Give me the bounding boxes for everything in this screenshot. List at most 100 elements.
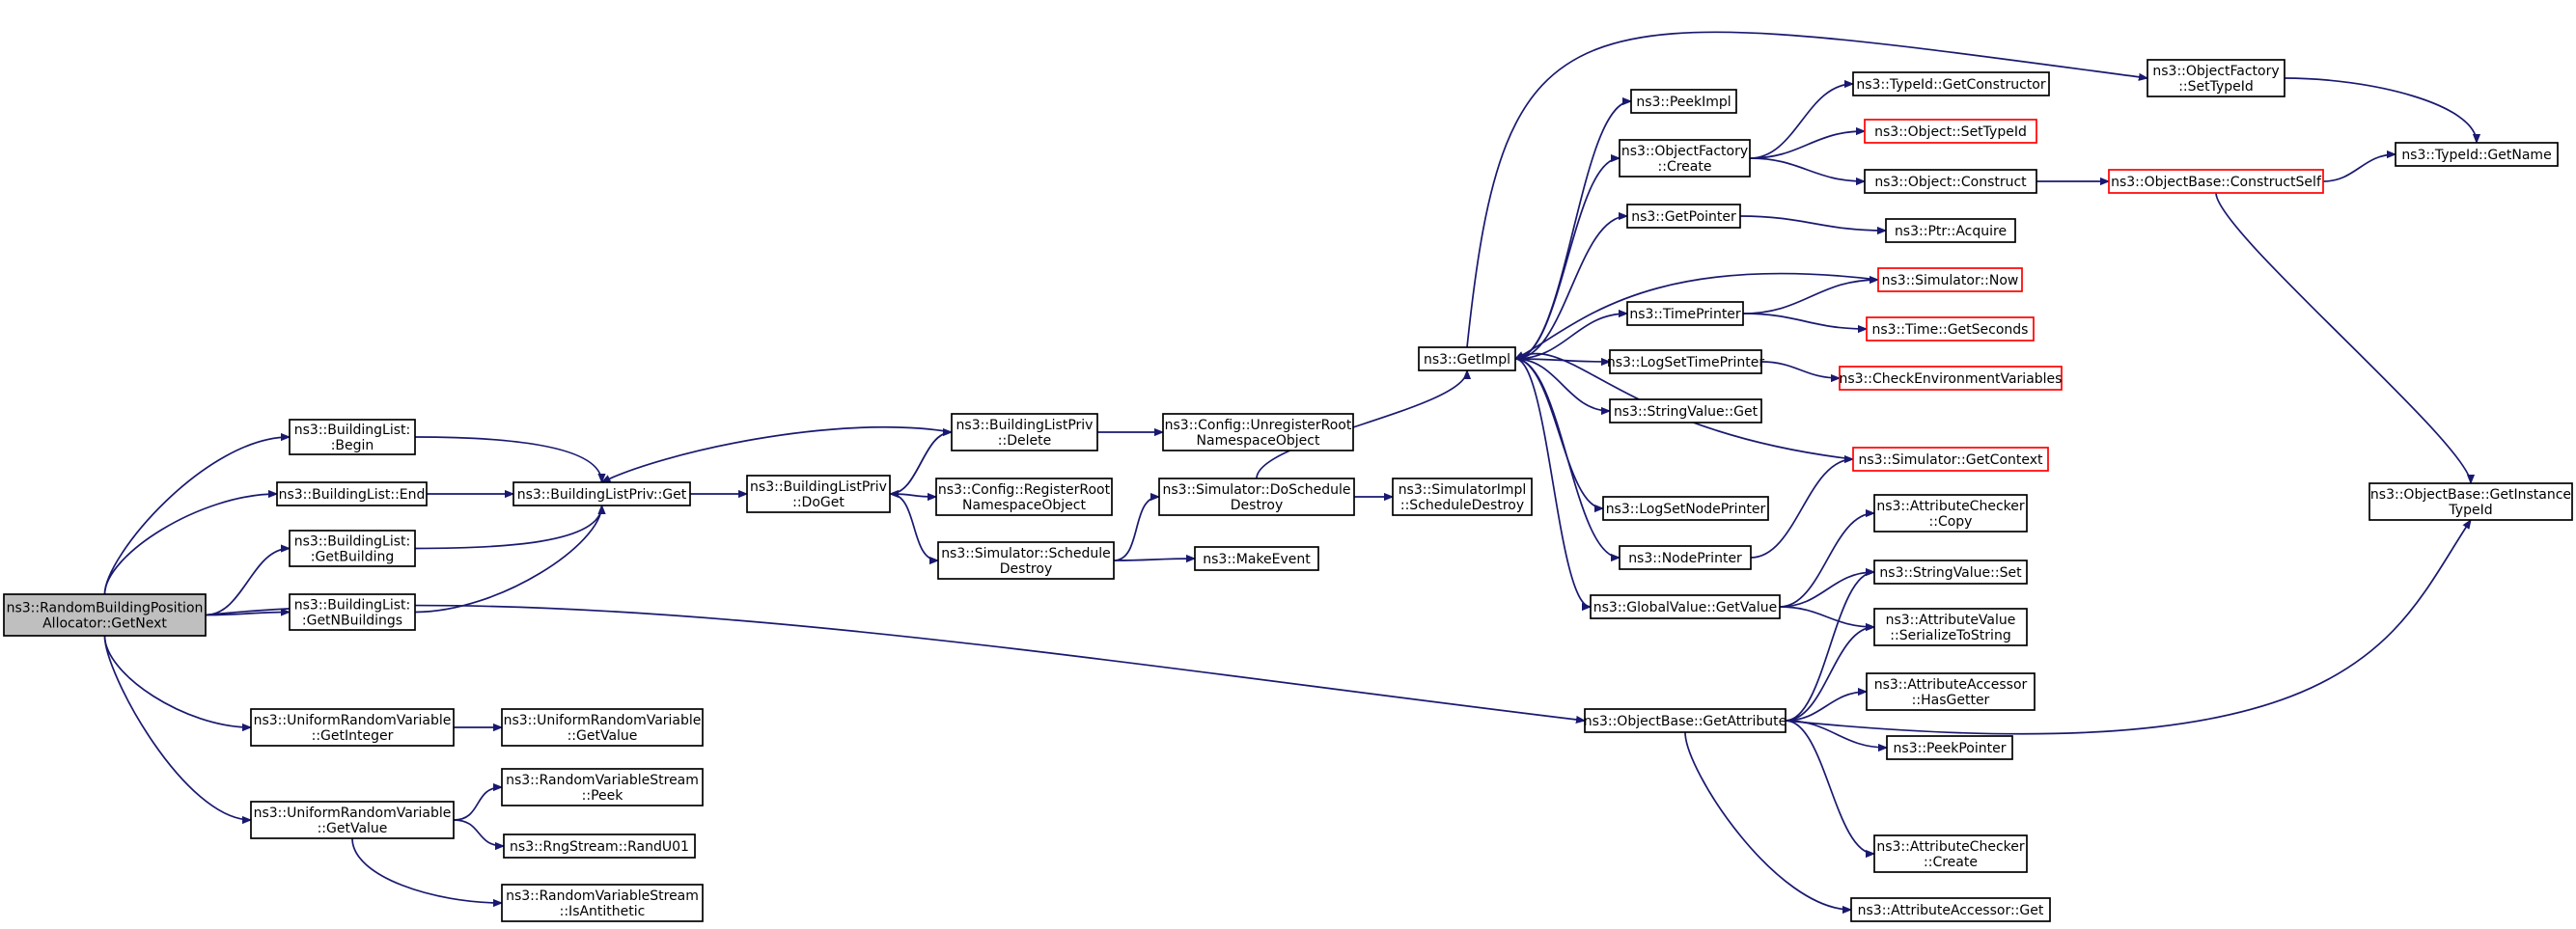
node-label: ::GetInteger xyxy=(312,728,394,744)
call-edge xyxy=(1760,361,1840,378)
node-av-serialize[interactable]: ns3::AttributeValue::SerializeToString xyxy=(1873,608,2028,646)
node-label: ::ScheduleDestroy xyxy=(1400,498,1524,513)
node-label: ns3::AttributeChecker xyxy=(1876,499,2025,514)
node-time-getseconds[interactable]: ns3::Time::GetSeconds xyxy=(1866,316,2035,342)
node-blp-delete[interactable]: ns3::BuildingListPriv::Delete xyxy=(951,413,1098,451)
node-of-create[interactable]: ns3::ObjectFactory::Create xyxy=(1619,139,1751,178)
node-label: ::Delete xyxy=(998,433,1051,449)
node-peekpointer[interactable]: ns3::PeekPointer xyxy=(1886,735,2013,760)
node-makeevent[interactable]: ns3::MakeEvent xyxy=(1194,546,1319,571)
edge-getimpl-to-of_create xyxy=(1514,158,1620,360)
node-root[interactable]: ns3::RandomBuildingPositionAllocator::Ge… xyxy=(3,593,207,637)
node-stringvalue-get[interactable]: ns3::StringValue::Get xyxy=(1609,398,1762,424)
node-timeprinter[interactable]: ns3::TimePrinter xyxy=(1626,301,1744,326)
edge-bl_getn-to-blp_get xyxy=(414,505,602,614)
edge-gv_getvalue-to-sv_set xyxy=(1779,572,1874,608)
call-edge xyxy=(1514,358,1610,411)
node-box xyxy=(1873,494,2028,533)
node-urv-getvalue-a[interactable]: ns3::UniformRandomVariable::GetValue xyxy=(250,801,455,839)
node-rng-randu01[interactable]: ns3::RngStream::RandU01 xyxy=(503,833,696,859)
edge-ob_constructself-to-ob_getinstancetypeid xyxy=(2215,192,2471,484)
node-label: :GetNBuildings xyxy=(302,614,402,629)
node-ac-copy[interactable]: ns3::AttributeChecker::Copy xyxy=(1873,494,2028,533)
node-logsetnodeprinter[interactable]: ns3::LogSetNodePrinter xyxy=(1602,496,1769,521)
node-label: ns3::BuildingList::End xyxy=(279,487,426,503)
node-bl-begin[interactable]: ns3::BuildingList::Begin xyxy=(289,419,416,455)
node-box xyxy=(1158,478,1355,516)
node-rvs-peek[interactable]: ns3::RandomVariableStream::Peek xyxy=(501,768,704,806)
node-urv-getinteger[interactable]: ns3::UniformRandomVariable::GetInteger xyxy=(250,708,455,747)
node-blp-doget[interactable]: ns3::BuildingListPriv::DoGet xyxy=(746,475,891,513)
edge-blp_doget-to-cfg_reg xyxy=(889,494,936,497)
call-edge xyxy=(1514,358,1592,607)
node-getpointer[interactable]: ns3::GetPointer xyxy=(1626,204,1741,229)
node-sim-getcontext[interactable]: ns3::Simulator::GetContext xyxy=(1852,447,2049,472)
node-bl-getbuilding[interactable]: ns3::BuildingList::GetBuilding xyxy=(289,530,416,567)
node-box xyxy=(512,481,691,506)
call-edge xyxy=(2215,192,2471,484)
call-edge xyxy=(1739,215,1886,231)
edge-gv_getvalue-to-ac_copy xyxy=(1779,513,1874,608)
node-ob-constructself[interactable]: ns3::ObjectBase::ConstructSelf xyxy=(2108,169,2324,194)
node-sim-now[interactable]: ns3::Simulator::Now xyxy=(1877,267,2023,292)
call-edge xyxy=(889,431,953,494)
node-label: ns3::CheckEnvironmentVariables xyxy=(1840,371,2063,387)
node-gv-getvalue[interactable]: ns3::GlobalValue::GetValue xyxy=(1590,594,1781,619)
node-logsettimeprinter[interactable]: ns3::LogSetTimePrinter xyxy=(1607,349,1765,374)
node-label: ::GetValue xyxy=(318,821,388,836)
node-bl-end[interactable]: ns3::BuildingList::End xyxy=(276,481,428,506)
node-ob-getattribute[interactable]: ns3::ObjectBase::GetAttribute xyxy=(1584,708,1787,733)
node-label: ns3::Simulator::Schedule xyxy=(941,546,1111,561)
node-urv-getvalue-b[interactable]: ns3::UniformRandomVariable::GetValue xyxy=(501,708,704,747)
node-typeid-getname[interactable]: ns3::TypeId::GetName xyxy=(2395,142,2559,167)
node-bl-getn[interactable]: ns3::BuildingList::GetNBuildings xyxy=(289,593,416,631)
node-blp-get[interactable]: ns3::BuildingListPriv::Get xyxy=(512,481,691,506)
node-label: ns3::GlobalValue::GetValue xyxy=(1593,600,1777,615)
node-box xyxy=(250,708,455,747)
node-acc-hasgetter[interactable]: ns3::AttributeAccessor::HasGetter xyxy=(1866,672,2036,711)
node-label: ns3::AttributeAccessor xyxy=(1874,677,2028,693)
node-label: ns3::BuildingListPriv xyxy=(956,418,1094,433)
node-box xyxy=(1877,267,2023,292)
node-box xyxy=(1886,735,2013,760)
node-checkenv[interactable]: ns3::CheckEnvironmentVariables xyxy=(1839,366,2063,391)
node-box xyxy=(503,833,696,859)
edge-ob_getattribute-to-acc_get xyxy=(1684,731,1851,910)
node-simimpl-sched-destroy[interactable]: ns3::SimulatorImpl::ScheduleDestroy xyxy=(1392,478,1533,516)
node-typeid-getctor[interactable]: ns3::TypeId::GetConstructor xyxy=(1852,71,2050,96)
node-obj-settypeid[interactable]: ns3::Object::SetTypeId xyxy=(1864,119,2037,144)
call-edge xyxy=(1515,354,1854,460)
node-sim-sched-destroy[interactable]: ns3::Simulator::ScheduleDestroy xyxy=(937,541,1115,580)
node-label: ns3::TypeId::GetConstructor xyxy=(1856,77,2045,93)
edge-bl_getbuilding-to-blp_get xyxy=(414,505,602,550)
node-ac-create[interactable]: ns3::AttributeChecker::Create xyxy=(1873,834,2028,873)
node-peekimpl[interactable]: ns3::PeekImpl xyxy=(1630,89,1737,114)
edge-urv_getvalue_a-to-rvs_peek xyxy=(453,787,503,821)
node-ptr-acquire[interactable]: ns3::Ptr::Acquire xyxy=(1885,218,2016,243)
node-of-settypeid[interactable]: ns3::ObjectFactory::SetTypeId xyxy=(2147,59,2285,97)
node-box xyxy=(1839,366,2063,391)
node-getimpl[interactable]: ns3::GetImpl xyxy=(1418,346,1516,371)
edge-timeprinter-to-time_getseconds xyxy=(1742,313,1867,329)
node-box xyxy=(276,481,428,506)
node-nodeprinter[interactable]: ns3::NodePrinter xyxy=(1619,545,1752,570)
node-obj-construct[interactable]: ns3::Object::Construct xyxy=(1864,169,2037,194)
node-box xyxy=(1866,672,2036,711)
call-edge xyxy=(1779,572,1874,608)
node-rvs-isantithetic[interactable]: ns3::RandomVariableStream::IsAntithetic xyxy=(501,884,704,922)
node-box xyxy=(1626,204,1741,229)
call-edge xyxy=(1749,84,1853,159)
node-box xyxy=(3,593,207,637)
node-label: ns3::Config::RegisterRoot xyxy=(938,482,1111,498)
node-box xyxy=(501,708,704,747)
call-edge xyxy=(103,635,252,820)
node-cfg-unreg[interactable]: ns3::Config::UnregisterRootNamespaceObje… xyxy=(1162,413,1354,451)
node-sv-set[interactable]: ns3::StringValue::Set xyxy=(1873,560,2028,585)
node-label: ::Create xyxy=(1924,855,1978,870)
edge-getimpl-to-gv_getvalue xyxy=(1514,358,1592,607)
node-acc-get[interactable]: ns3::AttributeAccessor::Get xyxy=(1850,897,2051,922)
edge-root-to-bl_getn xyxy=(205,613,290,615)
